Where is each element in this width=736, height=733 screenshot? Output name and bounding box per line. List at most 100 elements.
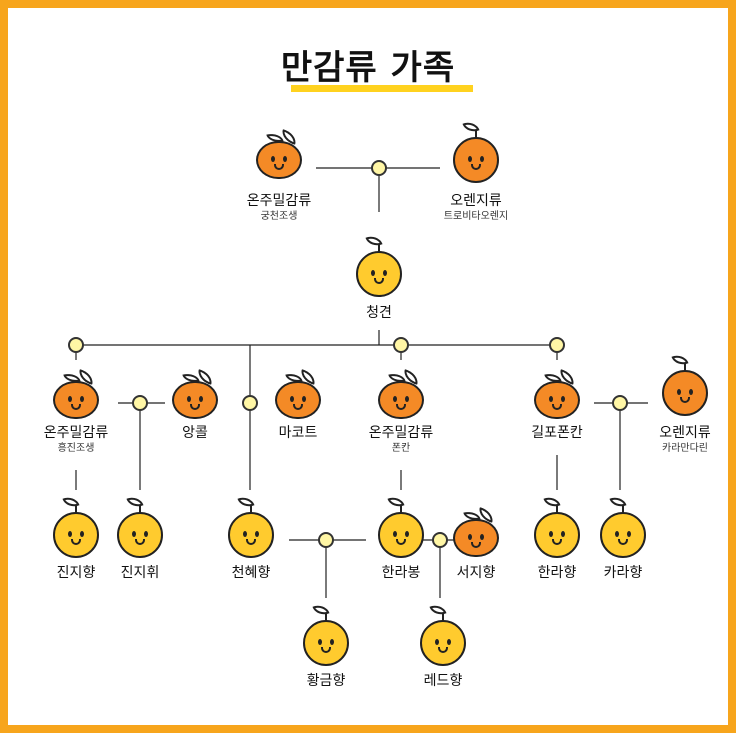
stem-icon [139, 505, 141, 513]
eye-icon [627, 531, 631, 537]
cross-joint-icon [612, 395, 628, 411]
orange-icon [453, 137, 499, 183]
eye-icon [689, 389, 693, 395]
yellow-citrus-icon [600, 512, 646, 558]
eye-icon [132, 531, 136, 537]
eye-icon [561, 396, 565, 402]
orange-mandarin-icon [453, 519, 499, 557]
node-sublabel: 폰칸 [391, 443, 411, 454]
smile-icon [135, 539, 145, 545]
smile-icon [190, 404, 200, 410]
eye-icon [243, 531, 247, 537]
eye-icon [371, 270, 375, 276]
smile-icon [618, 539, 628, 545]
cross-joint-icon [68, 337, 84, 353]
orange-mandarin-icon [256, 141, 302, 179]
cross-joint-icon [318, 532, 334, 548]
eye-icon [330, 639, 334, 645]
cross-joint-icon [393, 337, 409, 353]
stem-icon [442, 613, 444, 621]
yellow-citrus-icon [53, 512, 99, 558]
yellow-citrus-icon [420, 620, 466, 666]
cross-joint-icon [549, 337, 565, 353]
eye-icon [383, 270, 387, 276]
stem-icon [378, 244, 380, 252]
node-label: 천혜향 [231, 565, 271, 581]
yellow-citrus-icon [228, 512, 274, 558]
node-label: 오렌지류 [659, 425, 711, 441]
eye-icon [271, 156, 275, 162]
stem-icon [556, 505, 558, 513]
node-label: 한라향 [537, 565, 577, 581]
smile-icon [293, 404, 303, 410]
smile-icon [246, 539, 256, 545]
title-underline [291, 85, 473, 92]
node-label: 진지향 [56, 565, 96, 581]
cross-joint-icon [132, 395, 148, 411]
smile-icon [680, 397, 690, 403]
node-label: 카라향 [603, 565, 643, 581]
yellow-citrus-icon [534, 512, 580, 558]
node-label: 레드향 [423, 673, 463, 689]
smile-icon [471, 164, 481, 170]
eye-icon [435, 639, 439, 645]
cross-joint-icon [242, 395, 258, 411]
stem-icon [622, 505, 624, 513]
eye-icon [405, 531, 409, 537]
node-label: 청견 [366, 305, 392, 321]
eye-icon [468, 534, 472, 540]
smile-icon [396, 404, 406, 410]
stem-icon [400, 505, 402, 513]
yellow-citrus-icon [356, 251, 402, 297]
stem-icon [75, 505, 77, 513]
eye-icon [80, 396, 84, 402]
eye-icon [255, 531, 259, 537]
smile-icon [374, 278, 384, 284]
eye-icon [447, 639, 451, 645]
eye-icon [468, 156, 472, 162]
eye-icon [302, 396, 306, 402]
node-label: 황금향 [306, 673, 346, 689]
yellow-citrus-icon [378, 512, 424, 558]
eye-icon [549, 531, 553, 537]
smile-icon [71, 404, 81, 410]
eye-icon [405, 396, 409, 402]
node-sublabel: 흥진조생 [57, 443, 95, 454]
eye-icon [393, 396, 397, 402]
eye-icon [68, 531, 72, 537]
yellow-citrus-icon [303, 620, 349, 666]
smile-icon [71, 539, 81, 545]
node-label: 온주밀감류 [368, 425, 434, 441]
node-sublabel: 카라만다린 [662, 443, 708, 454]
orange-mandarin-icon [275, 381, 321, 419]
eye-icon [80, 531, 84, 537]
smile-icon [321, 647, 331, 653]
smile-icon [438, 647, 448, 653]
eye-icon [199, 396, 203, 402]
eye-icon [393, 531, 397, 537]
node-sublabel: 트로비타오렌지 [443, 211, 509, 222]
eye-icon [68, 396, 72, 402]
node-sublabel: 궁천조생 [260, 211, 298, 222]
eye-icon [144, 531, 148, 537]
node-label: 마코트 [278, 425, 318, 441]
eye-icon [480, 534, 484, 540]
eye-icon [283, 156, 287, 162]
orange-icon [662, 370, 708, 416]
smile-icon [274, 164, 284, 170]
stem-icon [684, 363, 686, 371]
cross-joint-icon [432, 532, 448, 548]
smile-icon [396, 539, 406, 545]
orange-mandarin-icon [534, 381, 580, 419]
eye-icon [561, 531, 565, 537]
node-label: 앙콜 [182, 425, 208, 441]
node-label: 길포폰칸 [531, 425, 583, 441]
smile-icon [471, 542, 481, 548]
stem-icon [250, 505, 252, 513]
orange-mandarin-icon [53, 381, 99, 419]
orange-mandarin-icon [378, 381, 424, 419]
page-title: 만감류 가족 [280, 48, 456, 88]
node-label: 온주밀감류 [43, 425, 109, 441]
